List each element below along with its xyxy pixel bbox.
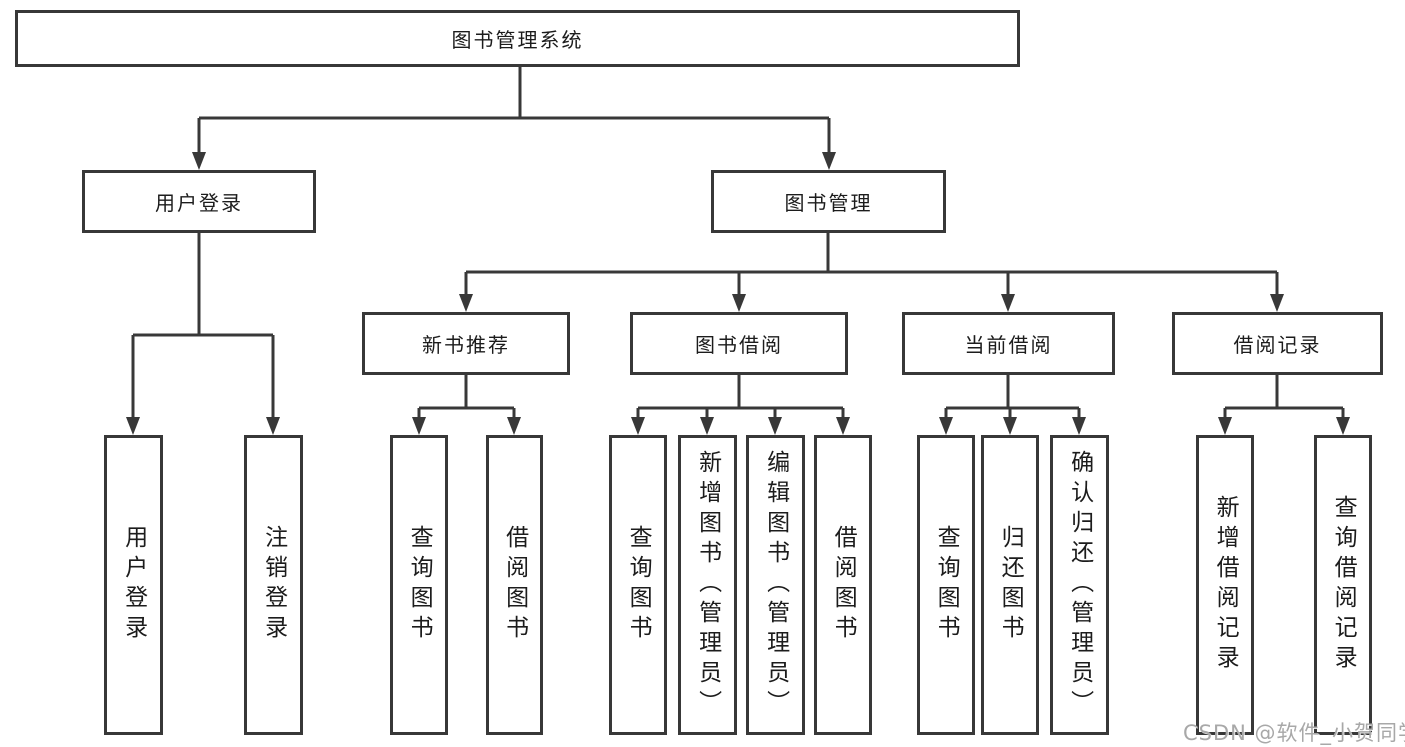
leaf-borrow-query: 查询图书 [609,435,667,735]
arrowhead [1270,294,1284,312]
leaf-newbook-query: 查询图书 [390,435,448,735]
connector-book-mgmt [464,233,1279,296]
arrowhead [192,152,206,170]
arrowhead [459,294,473,312]
arrowhead [1336,417,1350,435]
leaf-record-query-label: 查询借阅记录 [1330,495,1357,675]
leaf-record-add-label: 新增借阅记录 [1212,495,1239,675]
leaf-current-return-label: 归还图书 [997,525,1024,645]
leaf-borrow-book: 借阅图书 [814,435,872,735]
connector-current-borrow [944,375,1081,421]
leaf-borrow-edit-label: 编辑图书（管理员） [762,450,789,720]
arrowhead [266,417,280,435]
arrowhead [700,417,714,435]
leaf-newbook-query-label: 查询图书 [406,525,433,645]
arrowhead [768,417,782,435]
leaf-current-query: 查询图书 [917,435,975,735]
node-new-book-rec: 新书推荐 [362,312,570,375]
leaf-newbook-borrow: 借阅图书 [486,435,543,735]
leaf-current-confirm: 确认归还（管理员） [1050,435,1109,735]
node-user-login-label: 用户登录 [155,191,243,215]
node-new-book-rec-label: 新书推荐 [422,333,510,357]
arrowhead [126,417,140,435]
leaf-record-add: 新增借阅记录 [1196,435,1254,735]
leaf-borrow-query-label: 查询图书 [625,525,652,645]
arrowhead [1072,417,1086,435]
arrowhead [822,152,836,170]
node-user-login: 用户登录 [82,170,316,233]
leaf-record-query: 查询借阅记录 [1314,435,1372,735]
arrowhead [1218,417,1232,435]
node-root: 图书管理系统 [15,10,1020,67]
arrowhead [939,417,953,435]
connector-book-borrow [636,375,845,421]
node-book-borrow: 图书借阅 [630,312,848,375]
node-current-borrow: 当前借阅 [902,312,1115,375]
arrowhead [1001,294,1015,312]
leaf-newbook-borrow-label: 借阅图书 [501,525,528,645]
connector-root [197,67,831,154]
node-borrow-records: 借阅记录 [1172,312,1383,375]
arrowhead [836,417,850,435]
leaf-current-query-label: 查询图书 [933,525,960,645]
arrowhead [631,417,645,435]
leaf-borrow-add: 新增图书（管理员） [678,435,737,735]
leaf-borrow-add-label: 新增图书（管理员） [694,450,721,720]
node-book-mgmt-label: 图书管理 [784,191,873,215]
leaf-user-login-label: 用户登录 [120,525,147,645]
leaf-logout-label: 注销登录 [260,525,287,645]
leaf-borrow-edit: 编辑图书（管理员） [746,435,805,735]
leaf-current-confirm-label: 确认归还（管理员） [1066,450,1093,720]
watermark: CSDN @软件_小贺同学 [1183,721,1405,745]
arrowhead [732,294,746,312]
arrowhead [412,417,426,435]
connector-new-book [417,375,516,421]
connector-user-login [131,233,275,419]
node-book-mgmt: 图书管理 [711,170,946,233]
leaf-user-login: 用户登录 [104,435,163,735]
leaf-borrow-book-label: 借阅图书 [830,525,857,645]
leaf-current-return: 归还图书 [981,435,1039,735]
node-current-borrow-label: 当前借阅 [964,333,1053,357]
connector-borrow-records [1223,375,1345,421]
arrowheads [126,152,1350,435]
node-root-label: 图书管理系统 [451,28,584,52]
node-book-borrow-label: 图书借阅 [695,333,783,357]
leaf-logout: 注销登录 [244,435,303,735]
node-borrow-records-label: 借阅记录 [1233,333,1322,357]
arrowhead [507,417,521,435]
arrowhead [1003,417,1017,435]
